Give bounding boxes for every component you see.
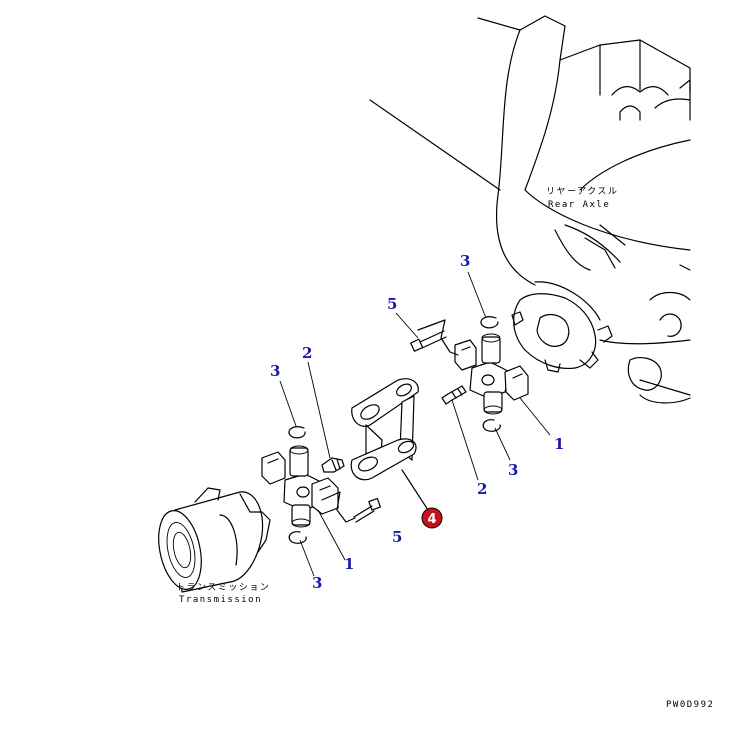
yoke-4 [350, 378, 419, 481]
callout-3-bottom: 3 [312, 574, 322, 592]
callout-1-bottom: 1 [344, 555, 354, 573]
callout-3-top: 3 [460, 252, 470, 270]
transmission-label-jp: トランスミッション [176, 582, 270, 593]
leader-5-top [417, 319, 459, 356]
transmission-label-en: Transmission [179, 595, 262, 605]
leader-5-bottom-wire [321, 491, 356, 523]
bolt-5-upper [410, 330, 447, 352]
snap-ring-3-lower-bottom [288, 531, 307, 544]
bolt-5-lower [353, 497, 382, 523]
transmission-flange [158, 487, 271, 593]
spider-upper [454, 333, 529, 415]
callout-1-right: 1 [554, 435, 564, 453]
drawing-number: PW0D992 [666, 700, 714, 710]
callout-4-number: 4 [427, 512, 436, 527]
callout-4-highlight: 4 [421, 507, 443, 529]
spider-lower [261, 445, 339, 528]
callout-5-top: 5 [387, 295, 397, 313]
rear-axle-housing [369, 15, 691, 404]
grease-fitting-2-upper [441, 385, 467, 405]
snap-ring-3-upper-bottom [482, 419, 501, 432]
leader-lines [279, 271, 551, 577]
rear-axle-label-jp: リヤーアクスル [546, 186, 618, 197]
grease-fitting-2-lower [321, 457, 345, 473]
callout-5-bottom: 5 [392, 528, 402, 546]
callout-2-right: 2 [477, 480, 487, 498]
callout-3-right: 3 [508, 461, 518, 479]
snap-ring-3-lower-top [288, 426, 306, 439]
snap-ring-3-upper-top [480, 316, 499, 329]
callout-2-left: 2 [302, 344, 312, 362]
leader-4 [401, 469, 429, 511]
callout-3-left: 3 [270, 362, 280, 380]
rear-axle-label-en: Rear Axle [548, 200, 610, 210]
